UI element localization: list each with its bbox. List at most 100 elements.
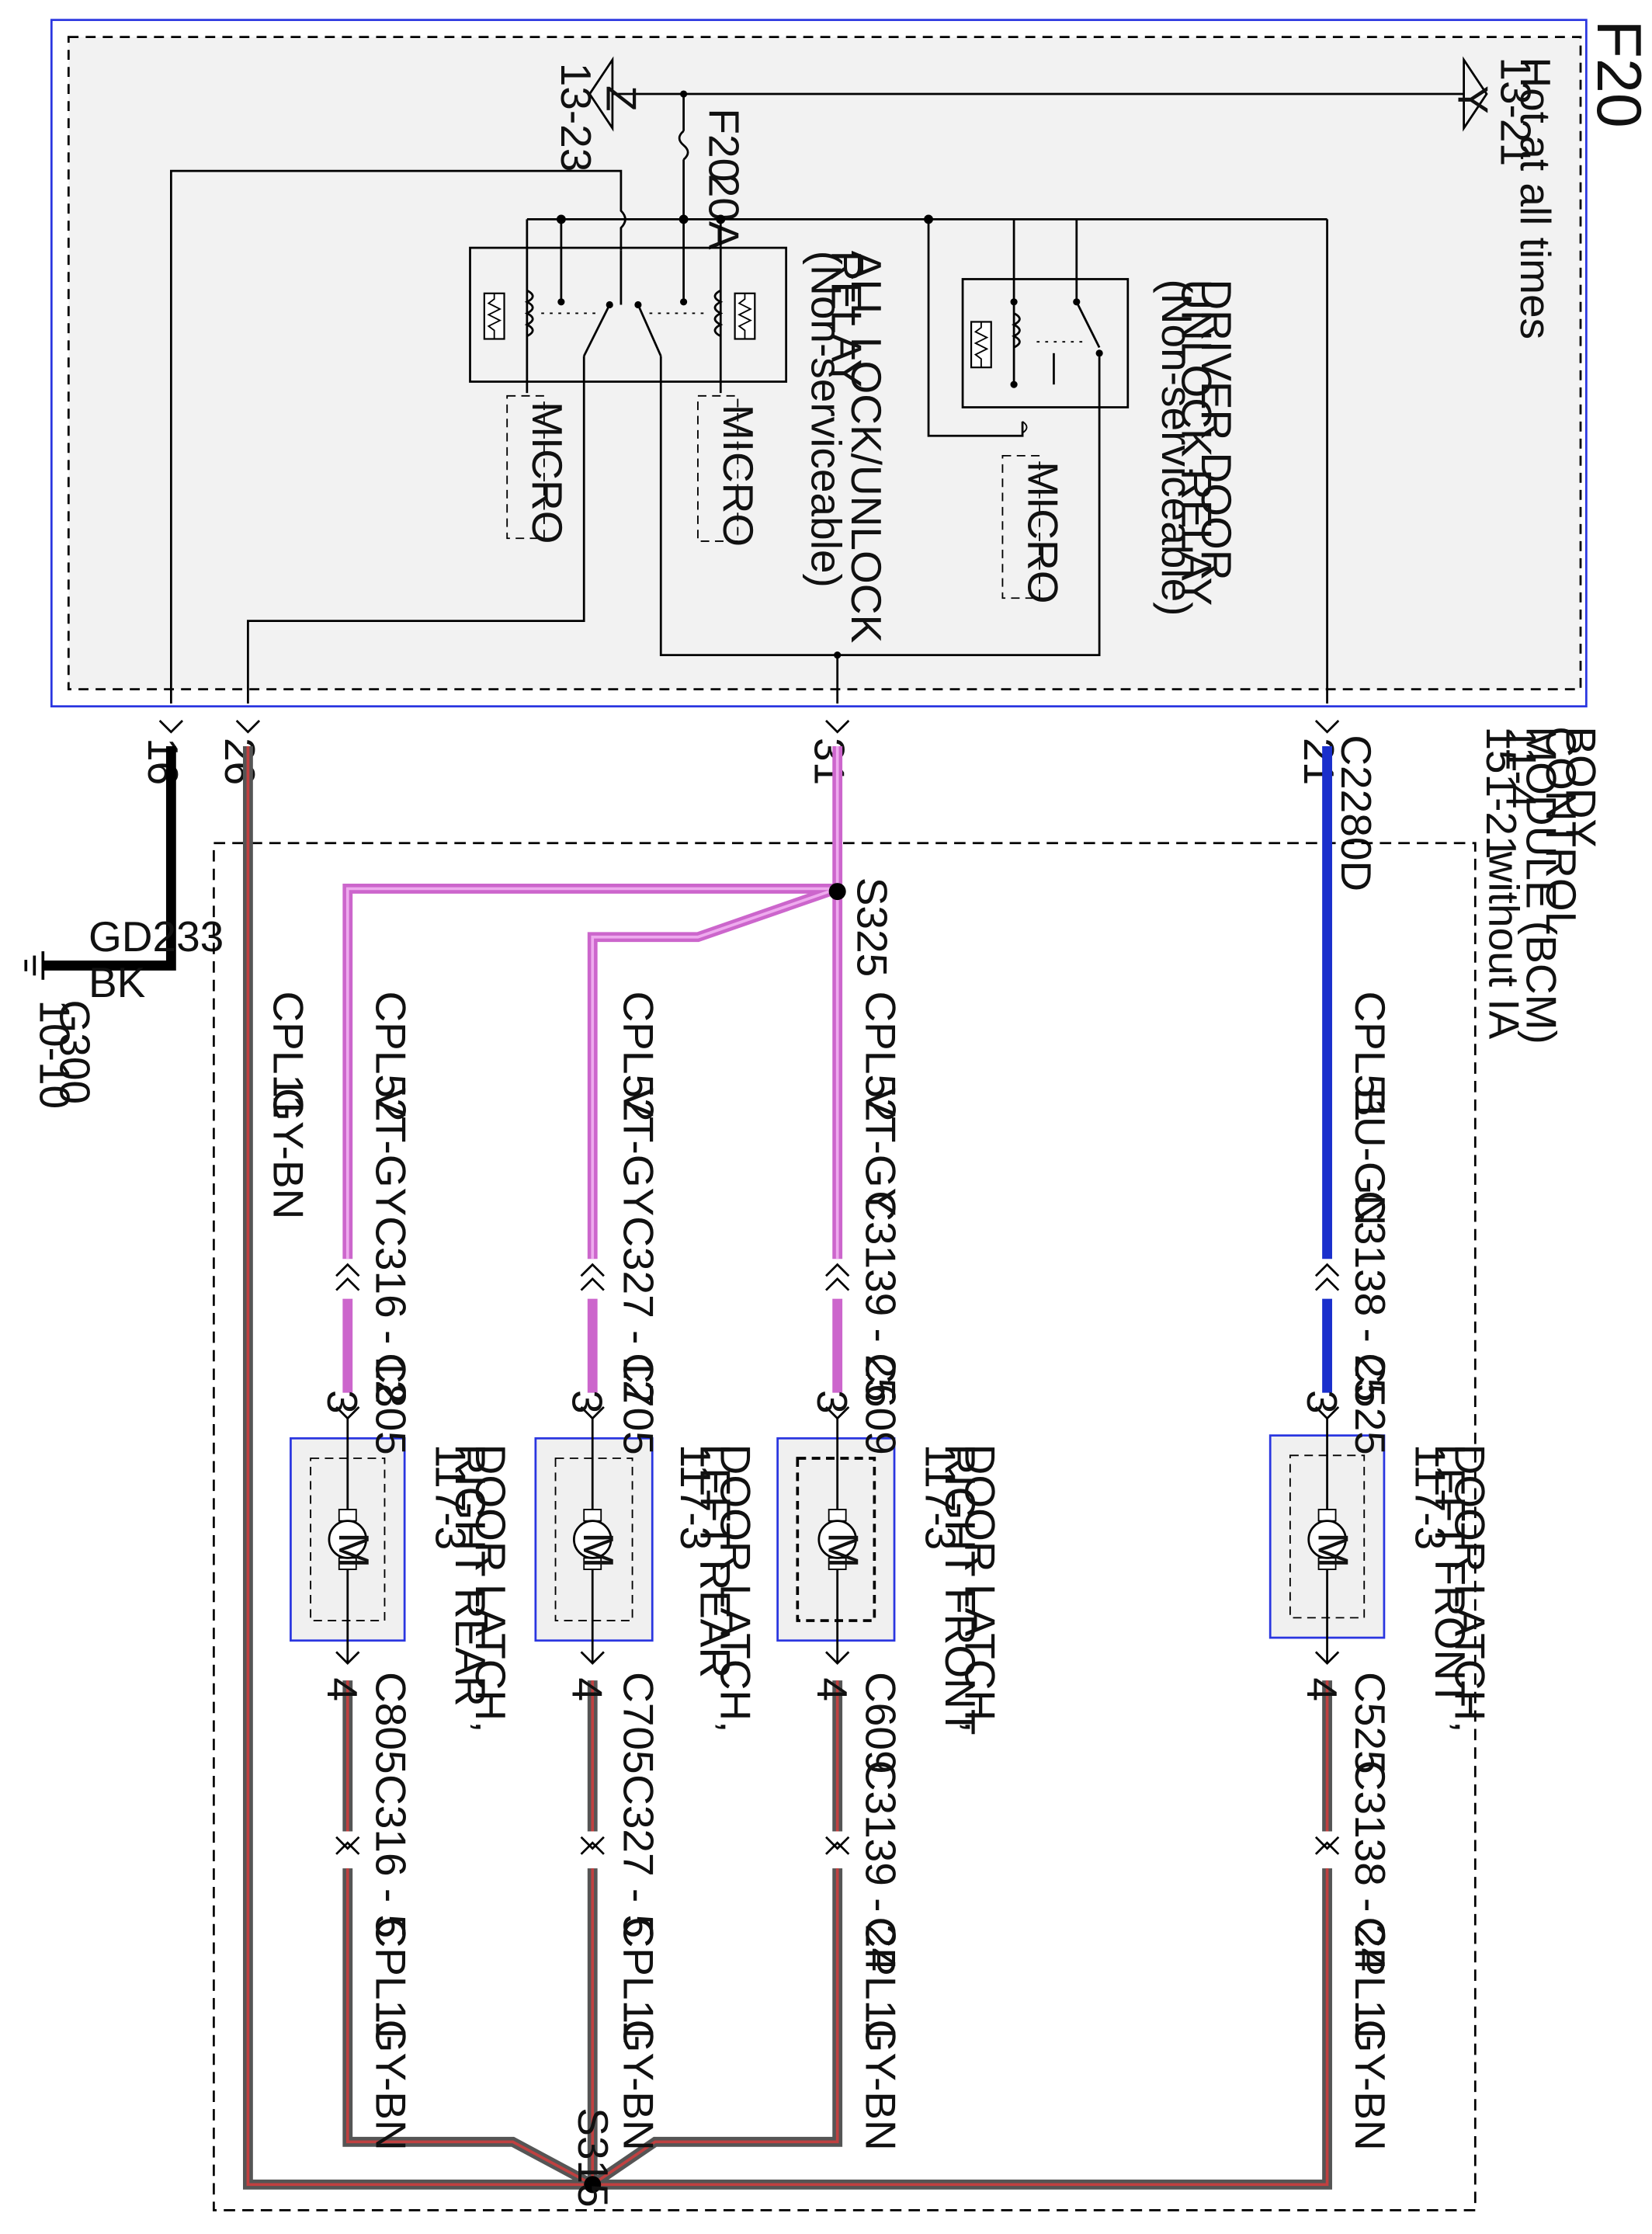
wire-cpl52-rr: CPL52 [366,991,415,1121]
hot-label: Hot at all times [1511,57,1560,339]
svg-text:LEFT FRONT: LEFT FRONT [1426,1444,1474,1707]
vt-gy-wires [342,746,846,1393]
label-left-front: DOOR LATCH, LEFT FRONT 117-3 [1406,1444,1494,1733]
splice-s325: S325 [848,877,896,977]
latch-right-front: M [776,1418,896,1664]
dev-conn-lf-top: C525 [1346,1353,1394,1454]
gy-bn-wires [242,746,1332,2194]
all-lock-relay [469,219,788,542]
dev-conn-lr-top: C705 [615,1353,663,1454]
micro-label-3: MICRO [1019,461,1067,603]
conn-rr-out: C316 - 5 [366,1774,415,1938]
svg-text:M: M [820,1532,868,1568]
latch-right-rear: M [290,1418,406,1664]
label-left-rear: DOOR LATCH, LEFT REAR 117-3 [672,1444,759,1733]
svg-text:UNLOCK RELAY: UNLOCK RELAY [1172,279,1220,606]
dev-conn-lf-bot: C525 [1346,1672,1394,1774]
pin-31: 31 [805,738,853,785]
svg-text:DOOR LATCH,: DOOR LATCH, [956,1444,1005,1733]
wire-vtgy-rf: VT-GY [856,1088,904,1216]
dev-conn-rr-bot: C805 [366,1672,415,1774]
svg-text:(Non-serviceable): (Non-serviceable) [1153,279,1201,616]
fuse-rating: 20A [700,174,748,250]
svg-text:117-3: 117-3 [916,1444,964,1551]
micro-label-2: MICRO [714,405,762,547]
conn-lr-out: C327 - 5 [615,1774,663,1938]
motor-icon [1307,1520,1347,1559]
latch-left-front: M [1268,1418,1386,1664]
all-lock-relay-label: ALL LOCK/UNLOCK RELAY (Non-serviceable) [803,251,890,644]
dev-conn-rf-bot: C609 [856,1672,904,1774]
svg-text:117-3: 117-3 [426,1444,474,1551]
wire-vtgy-lr: VT-GY [615,1088,663,1216]
svg-text:RIGHT FRONT: RIGHT FRONT [936,1444,984,1735]
wire-gybn-lf: GY-BN [1346,2020,1394,2151]
wire-gybn-rr: GY-BN [366,2020,415,2151]
svg-text:ALL LOCK/UNLOCK: ALL LOCK/UNLOCK [842,251,890,644]
pin-rf-3: 3 [808,1390,856,1414]
svg-text:M: M [574,1532,623,1568]
conn-rr-in: C316 - 12 [366,1216,415,1404]
module-label: BODY CONTROL MODULE (BCM) 11-4 151-21 [1477,726,1605,1044]
pin-lf-3: 3 [1298,1390,1346,1414]
motor-icon [573,1520,613,1559]
svg-text:M: M [1310,1532,1358,1568]
wire-cpl11-lr: CPL11 [615,1917,663,2045]
ground-circuit [24,746,176,980]
bcm-outline [50,19,1588,708]
conn-lr-in: C327 - 12 [615,1216,663,1404]
dev-conn-rf-top: C609 [856,1353,904,1454]
pin-rf-4: 4 [808,1677,856,1701]
fuse-name: F20 [700,108,748,182]
wire-cpl11-main: CPL11 [264,991,312,1118]
wire-cpl52-rf: CPL52 [856,991,904,1121]
option-outline [213,842,1477,2211]
dev-conn-lr-bot: C705 [615,1672,663,1774]
coil-left-icon [524,289,534,338]
svg-text:Y: Y [1449,85,1497,114]
wire-gybn-main: GY-BN [264,1088,312,1219]
svg-text:151-21: 151-21 [1477,726,1525,859]
label-right-front: DOOR LATCH, RIGHT FRONT 117-3 [916,1444,1004,1735]
svg-text:BODY: BODY [1557,726,1605,847]
wire-cpl52-lr: CPL52 [615,991,663,1121]
svg-text:DOOR LATCH,: DOOR LATCH, [1446,1444,1494,1733]
svg-text:MODULE (BCM): MODULE (BCM) [1517,726,1565,1044]
conn-lf-out: C3138 - 24 [1346,1760,1394,1972]
svg-text:11-4: 11-4 [1498,726,1546,808]
page-id: F20 [1584,20,1652,128]
wire-cpl11-lf: CPL11 [1346,1917,1394,2045]
pin-lf-4: 4 [1298,1677,1346,1701]
svg-text:117-3: 117-3 [672,1444,720,1551]
wire-bugn-lf: BU-GN [1346,1088,1394,1225]
svg-text:DOOR LATCH,: DOOR LATCH, [711,1444,759,1733]
pin-rr-4: 4 [318,1677,366,1701]
motor-icon [328,1520,368,1559]
option-note: without IA [1480,851,1529,1040]
svg-text:DOOR LATCH,: DOOR LATCH, [467,1444,515,1733]
pin-26: 26 [216,738,264,785]
label-right-rear: DOOR LATCH, RIGHT REAR 117-3 [426,1444,514,1733]
svg-text:M: M [330,1532,378,1568]
svg-text:Z: Z [598,85,646,112]
driver-unlock-relay [247,219,1328,704]
conn-rf-out: C3139 - 24 [856,1760,904,1972]
splice-s315: S315 [569,2107,617,2207]
pin-rr-3: 3 [318,1390,366,1414]
splice-s315-dot [584,2176,602,2194]
wire-vtgy-rr: VT-GY [366,1088,415,1216]
ground-wire-color: BK [88,958,146,1006]
z-triangle-icon [588,56,614,132]
wire-gybn-lr: GY-BN [615,2020,663,2151]
wire-cpl51-lf: CPL51 [1346,991,1394,1121]
conn-lf-in: C3138 - 25 [1346,1190,1394,1402]
splice-s325-dot [828,883,846,901]
ground-wire-id: GD233 [88,912,224,961]
dev-conn-rr-top: C805 [366,1353,415,1454]
pin-21: 21 [1295,738,1343,785]
z-ref: 13-23 [552,63,600,172]
wire-cpl11-rr: CPL11 [366,1917,415,2045]
latch-left-rear: M [534,1418,654,1664]
